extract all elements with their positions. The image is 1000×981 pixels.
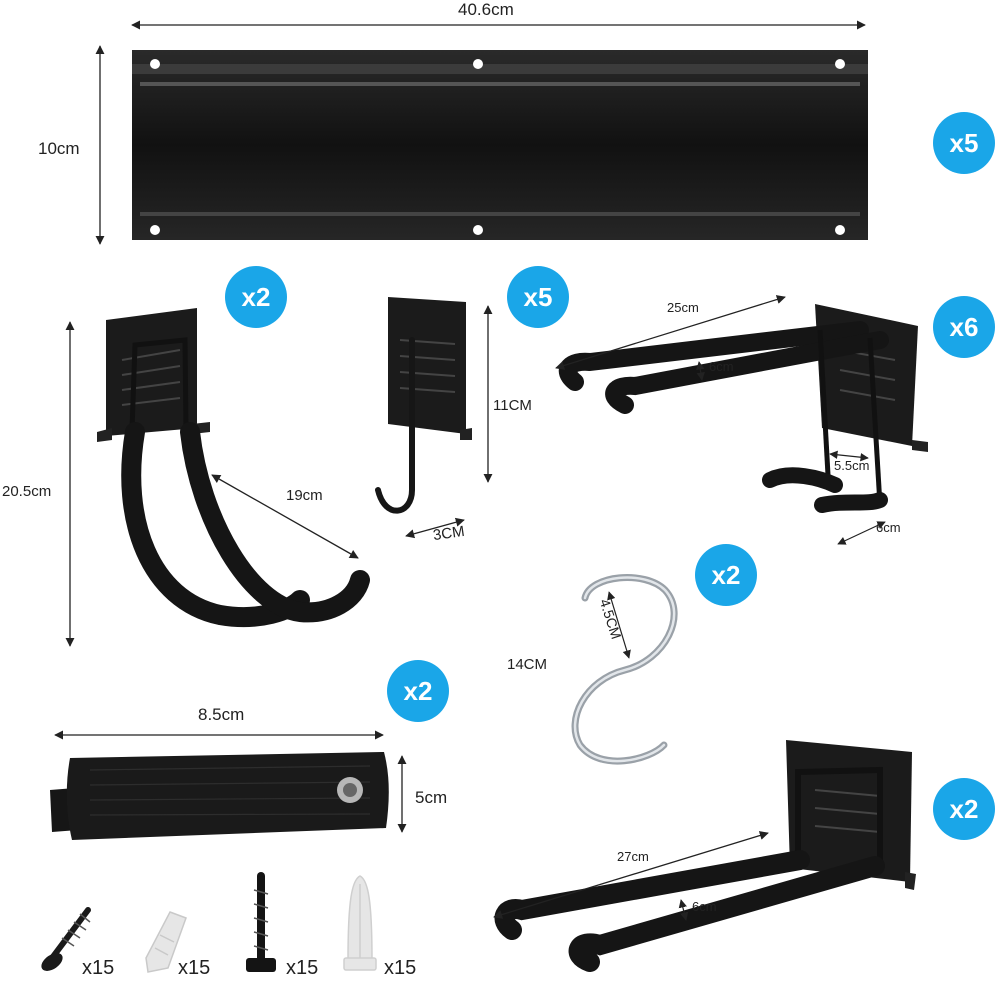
s-hook-height-label: 14CM — [507, 656, 548, 673]
wall-rail — [132, 50, 868, 240]
small-hook-qty-badge: x5 — [507, 266, 569, 328]
long-hook-gap-dimension — [678, 899, 689, 921]
long-hook-length-label: 27cm — [617, 849, 649, 864]
screw-qty-label: x15 — [82, 957, 115, 979]
flat-hook-depth-dimension — [829, 450, 869, 462]
long-hook-gap-label: 6cm — [692, 899, 717, 914]
strap-qty-badge: x2 — [387, 660, 449, 722]
s-hook-opening-dimension — [607, 591, 631, 659]
rail-length-label: 40.6cm — [458, 0, 514, 19]
strap-width-label: 5cm — [415, 788, 448, 807]
large-hook-height-label: 20.5cm — [2, 483, 52, 500]
long-anchor-icon — [343, 875, 377, 971]
s-hook — [571, 574, 678, 765]
flat-hook-width-dimension — [837, 521, 886, 545]
small-hook-width-label: 3CM — [431, 522, 466, 545]
screw-icon — [41, 907, 91, 971]
flat-hook-width-label: 6cm — [876, 520, 901, 535]
flat-hook-qty-badge: x6 — [933, 296, 995, 358]
flat-hook-length-dimension — [555, 295, 786, 370]
large-double-hook — [97, 308, 370, 628]
black-screw-qty-label: x15 — [286, 957, 319, 979]
velcro-strap — [50, 752, 389, 840]
strap-length-label: 8.5cm — [198, 705, 245, 724]
flat-hook-length-label: 25cm — [667, 300, 699, 315]
s-hook-qty-badge: x2 — [695, 544, 757, 606]
long-hook-length-dimension — [493, 831, 769, 919]
small-hook-width-dimension — [405, 517, 465, 539]
flat-hook-depth-label: 5.5cm — [834, 458, 870, 473]
flat-hook-gap-dimension — [696, 361, 705, 381]
rail-height-label: 10cm — [38, 139, 80, 158]
long-anchor-qty-label: x15 — [384, 957, 417, 979]
large-hook-qty-badge: x2 — [225, 266, 287, 328]
long-hook-qty-badge: x2 — [933, 778, 995, 840]
black-screw-icon — [246, 872, 276, 972]
large-hook-length-dimension — [211, 474, 359, 559]
wall-anchor-qty-label: x15 — [178, 957, 211, 979]
large-hook-length-label: 19cm — [286, 487, 323, 504]
double-flat-hook — [558, 304, 928, 513]
wall-anchor-icon — [145, 911, 187, 973]
small-j-hook — [375, 297, 472, 514]
small-hook-height-label: 11CM — [493, 397, 532, 414]
flat-hook-gap-label: 6cm — [709, 359, 734, 374]
rail-qty-badge: x5 — [933, 112, 995, 174]
